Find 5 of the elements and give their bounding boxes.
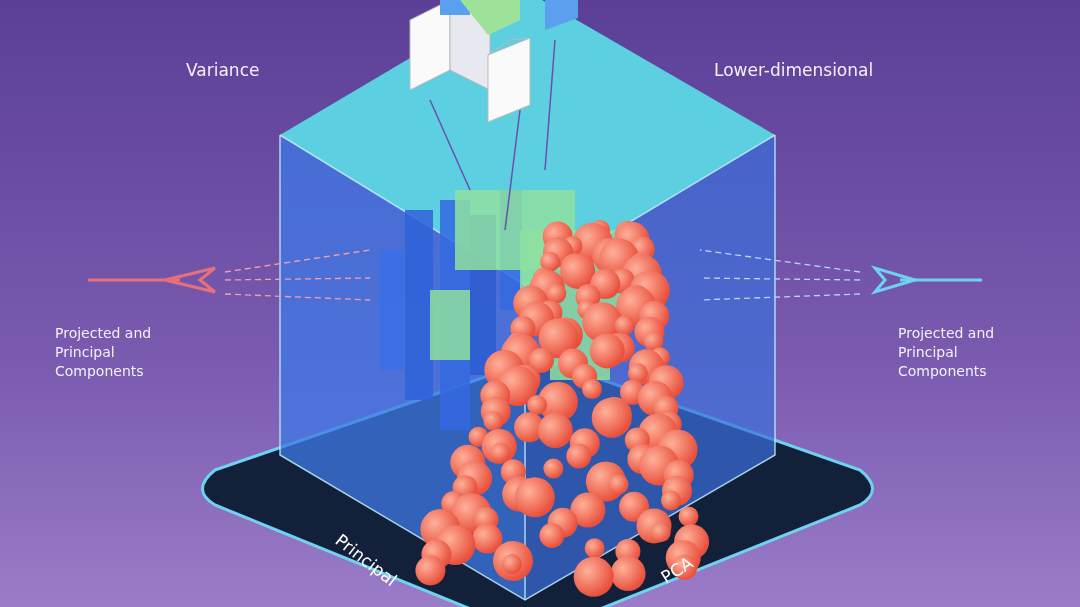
heading-label: Lower-dimensional (714, 60, 874, 80)
side-label: Projected and Principal Components (55, 324, 153, 381)
heading-label: Variance (186, 60, 260, 80)
platform-label: PCA (657, 552, 697, 588)
side-label: Projected and Principal Components (898, 324, 996, 381)
